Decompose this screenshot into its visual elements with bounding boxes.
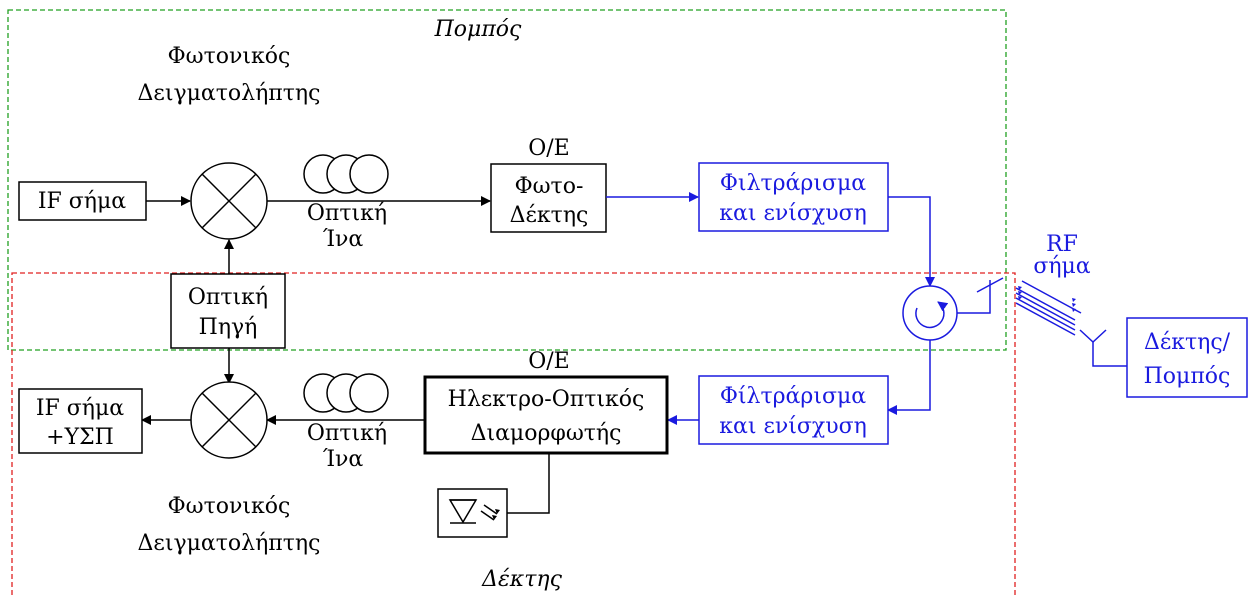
optical-source-label-2: Πηγή <box>199 315 258 340</box>
tx-fiber-coil-icon <box>303 154 389 194</box>
tx-filter-label-1: Φιλτράρισμα <box>720 171 866 196</box>
rx-filter-amp-box <box>698 375 889 445</box>
transmitter-region <box>7 9 1007 351</box>
tx-sampler-label-1: Φωτονικός <box>168 44 291 69</box>
rx-mixer-icon <box>190 381 268 459</box>
rx-oe-label: O/E <box>528 349 570 374</box>
tx-fiber-label-1: Οπτική <box>307 201 387 226</box>
rx-fiber-coil-icon <box>303 373 389 413</box>
tx-filter-to-circulator-arrow <box>888 196 935 287</box>
optical-source-box <box>170 273 286 349</box>
local-antenna-icon <box>976 277 1004 293</box>
rx-sampler-label-2: Δειγματολήπτης <box>138 531 321 556</box>
tx-oe-label: O/E <box>528 136 570 161</box>
tx-filter-amp-box <box>698 162 889 232</box>
tx-fiber-label-2: Ίνα <box>323 227 364 252</box>
remote-transceiver-label-2: Πομπός <box>1144 364 1231 389</box>
tx-sampler-label-2: Δειγματολήπτης <box>138 81 321 106</box>
tx-photodetector-label-2: Δέκτης <box>510 203 589 228</box>
tx-filter-label-2: και ενίσχυση <box>719 201 867 226</box>
tx-photodetector-label-1: Φωτο- <box>515 174 584 199</box>
laser-diode-icon <box>437 488 508 538</box>
rf-waves-icon <box>1015 280 1082 336</box>
receiver-title: Δέκτης <box>481 567 562 592</box>
rx-fiber-label-2: Ίνα <box>323 447 364 472</box>
remote-antenna-icon <box>1079 329 1127 367</box>
rf-signal-label-2: σήμα <box>1033 254 1090 279</box>
rx-if-output-box <box>18 388 143 454</box>
remote-transceiver-box <box>1126 317 1248 398</box>
rx-filter-label-2: και ενίσχυση <box>719 414 867 439</box>
rx-modulator-label-1: Ηλεκτρο-Οπτικός <box>448 387 645 412</box>
rx-sampler-label-1: Φωτονικός <box>168 494 291 519</box>
rx-filter-label-1: Φίλτράρισμα <box>720 384 866 409</box>
tx-if-signal-label: IF σήμα <box>38 189 126 214</box>
circulator-icon <box>902 285 958 341</box>
receiver-region <box>11 272 1016 597</box>
rx-fiber-label-1: Οπτική <box>307 421 387 446</box>
remote-transceiver-label-1: Δέκτης/ <box>1144 330 1231 355</box>
rx-modulator-box <box>423 375 669 455</box>
rf-signal-label-1: RF <box>1046 232 1078 257</box>
rx-modulator-label-2: Διαμορφωτής <box>471 421 622 446</box>
rx-if-output-label-1: IF σήμα <box>36 396 124 421</box>
tx-mixer-icon <box>190 162 268 240</box>
transmitter-title: Πομπός <box>434 17 522 42</box>
circulator-to-antenna-line <box>957 285 991 314</box>
laser-to-modulator-line <box>507 453 550 514</box>
tx-photodetector-box <box>490 163 607 233</box>
circulator-to-rx-filter-arrow <box>887 340 931 415</box>
optical-source-label-1: Οπτική <box>188 285 268 310</box>
rx-if-output-label-2: +ΥΣΠ <box>46 425 114 450</box>
